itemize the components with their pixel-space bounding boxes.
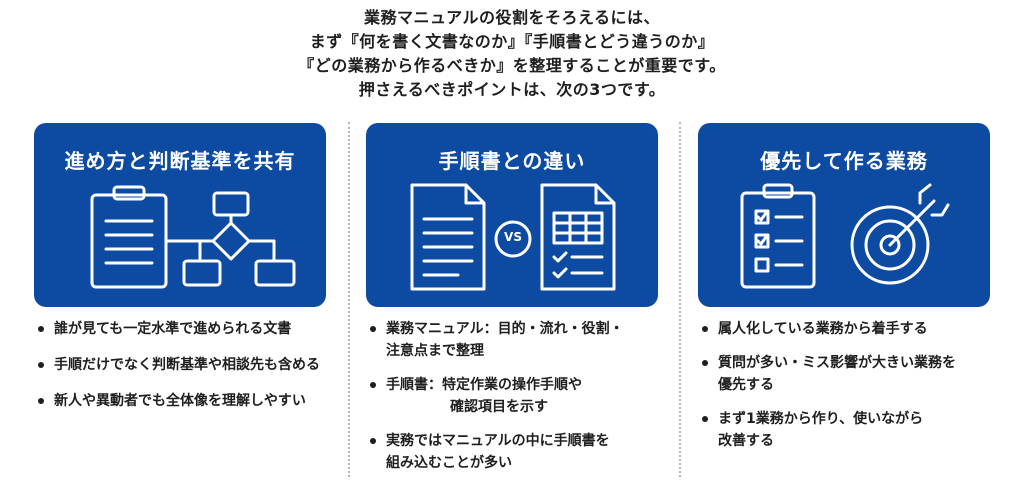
card-title: 手順書との違い [438, 149, 586, 173]
target-icon [850, 183, 950, 285]
intro-line: 押さえるべきポイントは、次の3つです。 [358, 80, 666, 99]
card-procedure-difference: 手順書との違い VS [366, 123, 658, 307]
list-item: まず1業務から作り、使いながら 改善する [700, 408, 1000, 452]
list-item: 新人や異動者でも全体像を理解しやすい [36, 390, 336, 412]
list-item: 属人化している業務から着手する [700, 318, 1000, 340]
list-item: 誰が見ても一定水準で進められる文書 [36, 318, 336, 340]
list-item: 質問が多い・ミス影響が大きい業務を 優先する [700, 352, 1000, 396]
vs-badge-icon [494, 220, 532, 258]
list-item: 手順だけでなく判断基準や相談先も含める [36, 354, 336, 376]
list-item: 手順書：特定作業の操作手順や 確認項目を示す [368, 374, 668, 418]
checklist-table-icon [540, 183, 616, 291]
intro-line: まず『何を書く文書なのか』『手順書とどう違うのか』 [309, 32, 715, 51]
clipboard-icon [90, 185, 168, 289]
column-divider [679, 122, 681, 477]
checklist-clipboard-icon [740, 183, 816, 289]
bullet-list-procedure-difference: 業務マニュアル：目的・流れ・役割・ 注意点まで整理 手順書：特定作業の操作手順や… [368, 318, 668, 486]
vs-label: VS [504, 230, 522, 244]
intro-line: 業務マニュアルの役割をそろえるには、 [363, 8, 661, 27]
column-divider [348, 122, 350, 477]
document-icon [410, 183, 486, 291]
bullet-list-share-criteria: 誰が見ても一定水準で進められる文書 手順だけでなく判断基準や相談先も含める 新人… [36, 318, 336, 424]
card-title: 進め方と判断基準を共有 [64, 149, 296, 173]
list-item: 実務ではマニュアルの中に手順書を 組み込むことが多い [368, 430, 668, 474]
card-title: 優先して作る業務 [760, 149, 928, 173]
card-share-criteria: 進め方と判断基準を共有 [34, 123, 326, 307]
list-item: 業務マニュアル：目的・流れ・役割・ 注意点まで整理 [368, 318, 668, 362]
intro-text: 業務マニュアルの役割をそろえるには、 まず『何を書く文書なのか』『手順書とどう違… [0, 6, 1024, 102]
flowchart-icon [164, 191, 296, 287]
intro-line: 『どの業務から作るべきか』を整理することが重要です。 [298, 56, 726, 75]
bullet-list-priority-work: 属人化している業務から着手する 質問が多い・ミス影響が大きい業務を 優先する ま… [700, 318, 1000, 464]
card-priority-work: 優先して作る業務 [698, 123, 990, 307]
